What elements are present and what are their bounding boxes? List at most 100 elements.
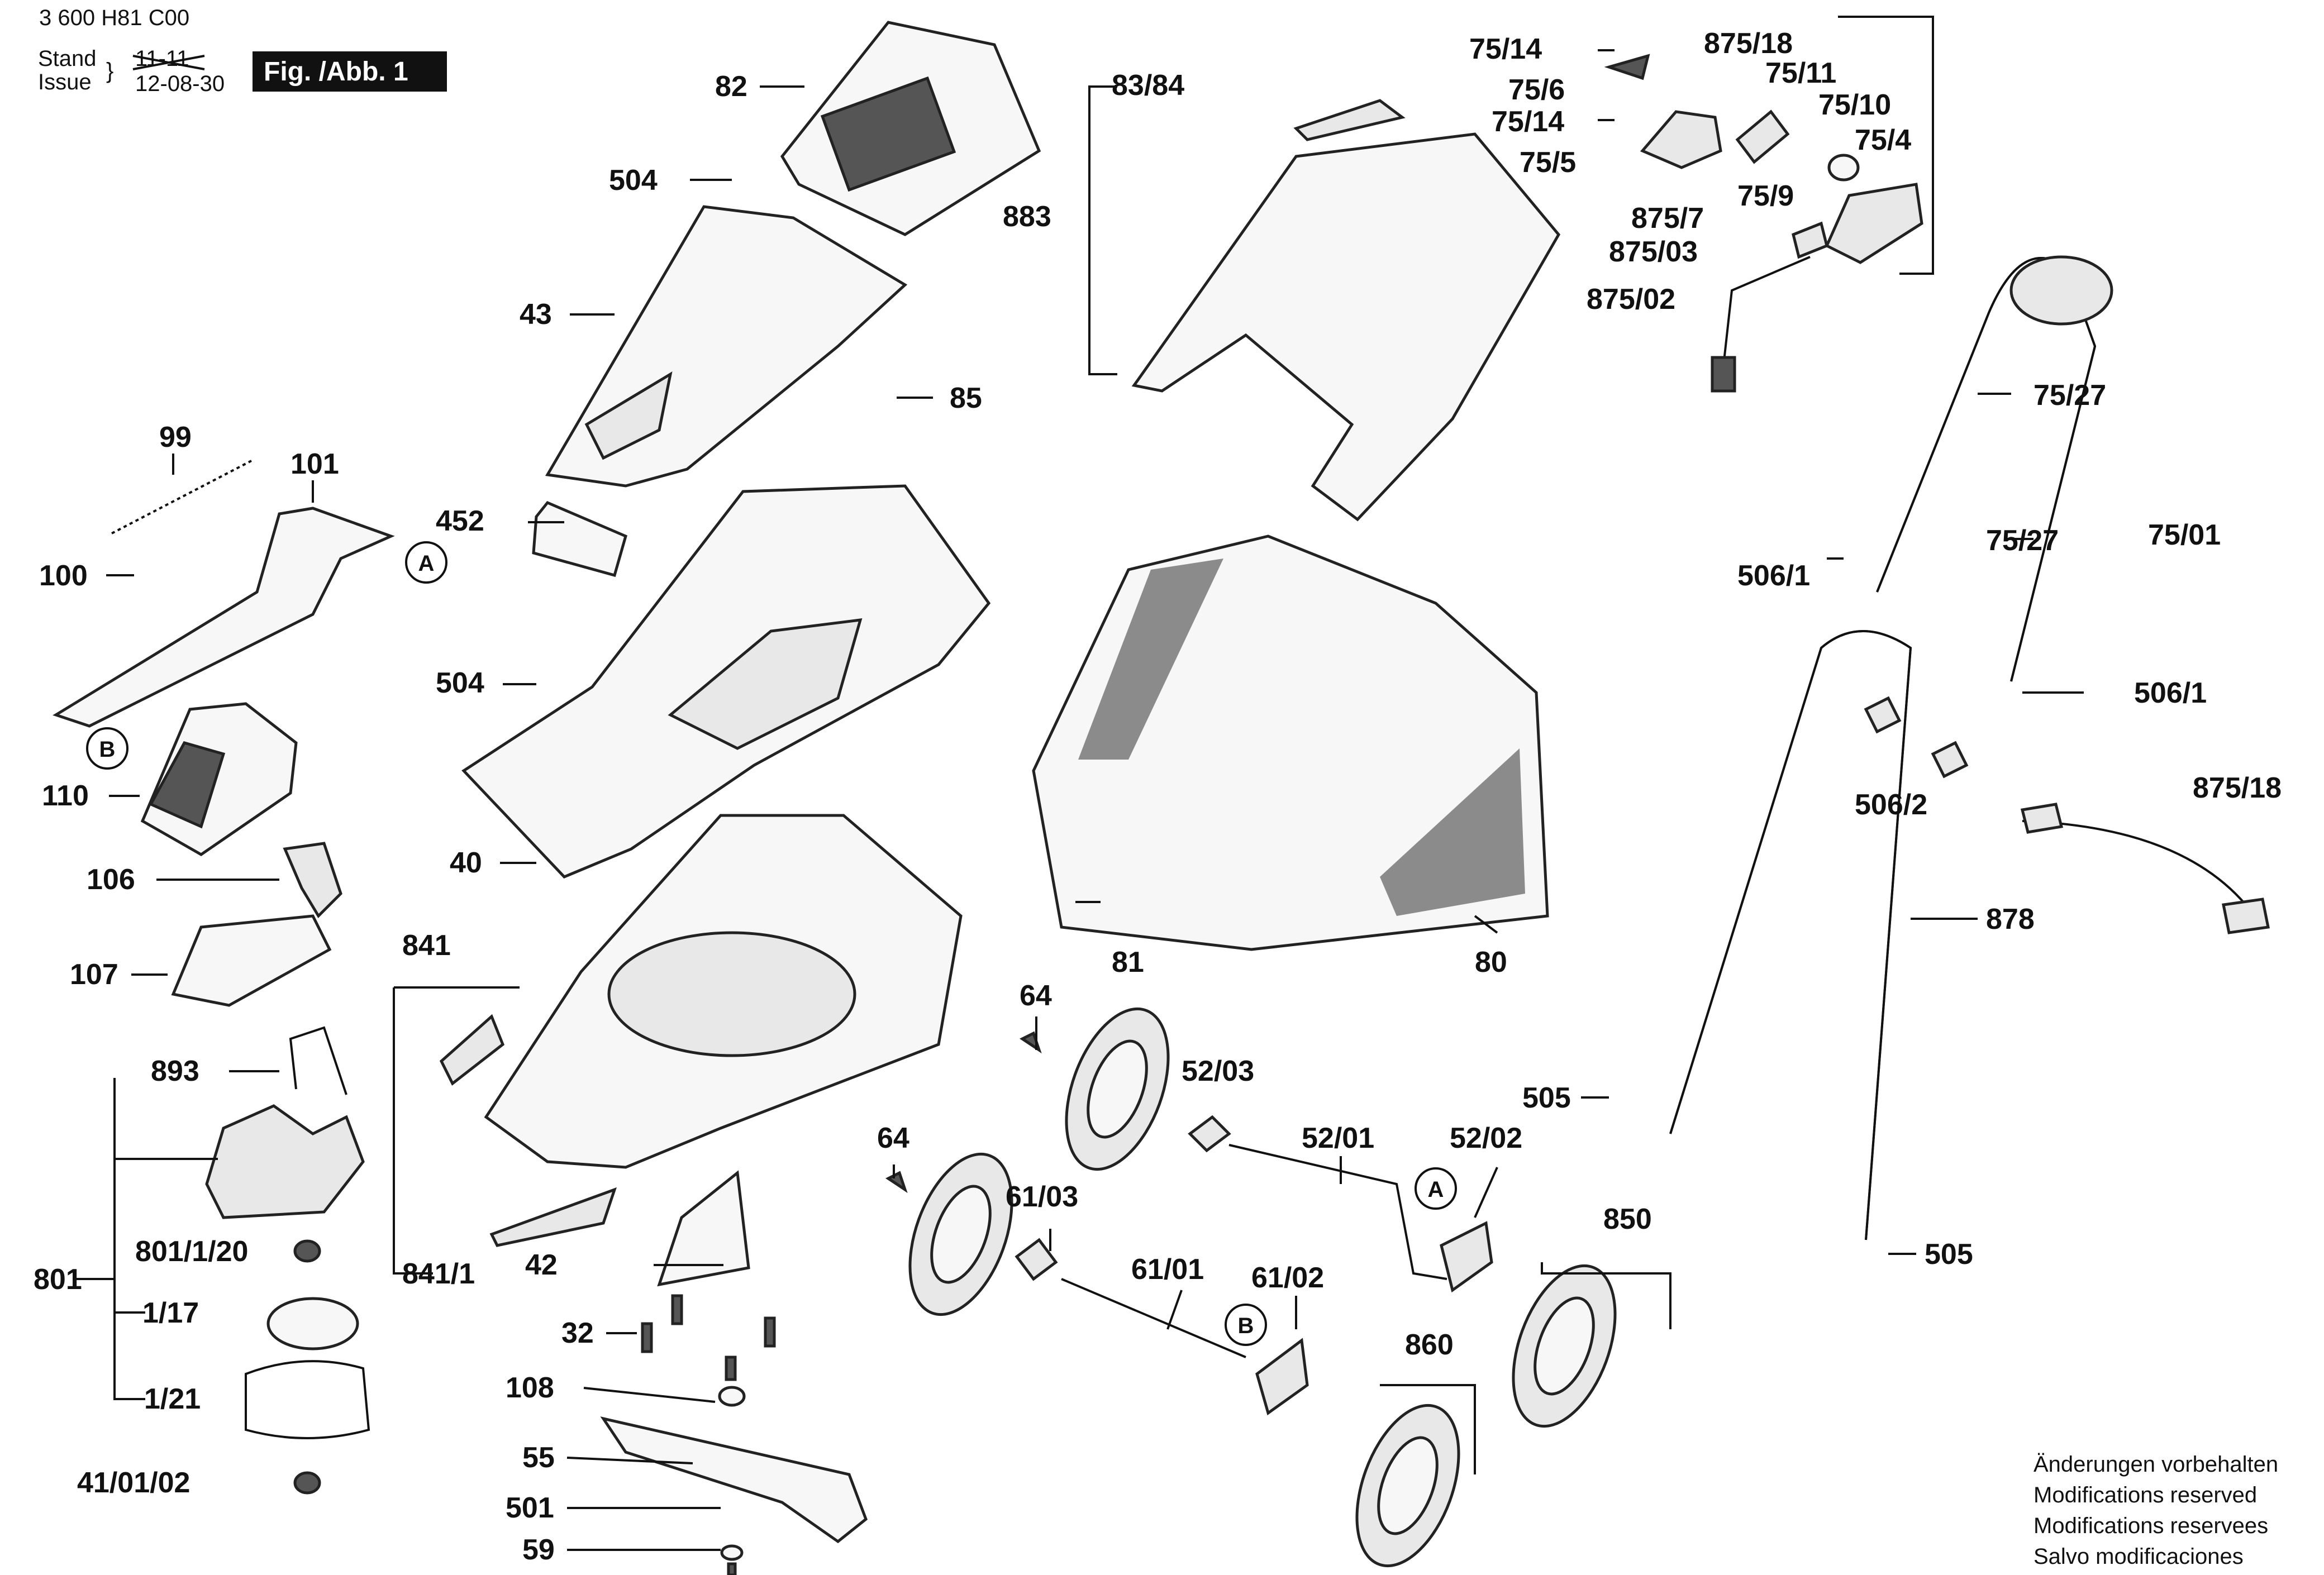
label-841-1: 841/1 — [402, 1258, 475, 1290]
leader-lines — [73, 16, 2084, 1551]
strike-line — [132, 55, 205, 70]
label-841: 841 — [402, 929, 451, 962]
note-line-de: Änderungen vorbehalten — [2034, 1452, 2278, 1477]
label-108: 108 — [506, 1372, 554, 1404]
label-75-6: 75/6 — [1508, 74, 1565, 106]
label-75-14-top: 75/14 — [1469, 33, 1542, 65]
callout-circle-a1 — [405, 541, 447, 584]
label-82: 82 — [715, 70, 747, 103]
label-43: 43 — [520, 298, 552, 331]
doc-number: 3 600 H81 C00 — [39, 6, 189, 30]
callout-circle-b2 — [1225, 1304, 1267, 1346]
label-32: 32 — [561, 1317, 594, 1349]
part-801-motor — [205, 1104, 370, 1495]
part-43-housing — [545, 205, 908, 488]
label-75-10: 75/10 — [1818, 89, 1891, 121]
label-52-03: 52/03 — [1182, 1055, 1254, 1087]
callout-b2: B — [1238, 1314, 1254, 1338]
label-878: 878 — [1986, 903, 2035, 936]
label-75-11: 75/11 — [1765, 57, 1836, 89]
label-75-14-mid: 75/14 — [1492, 106, 1564, 138]
label-41-01-02: 41/01/02 — [77, 1467, 190, 1499]
label-875-02: 875/02 — [1587, 283, 1675, 316]
label-52-02: 52/02 — [1450, 1122, 1522, 1154]
note-line-fr: Modifications reservees — [2034, 1514, 2268, 1538]
label-505-right: 505 — [1925, 1238, 1973, 1271]
document-header: 3 600 H81 C00 Stand Issue } 11-11 12-08-… — [38, 6, 447, 96]
wheel-front-right — [1355, 1404, 1460, 1568]
label-61-02: 61/02 — [1251, 1262, 1324, 1294]
label-504-top: 504 — [609, 164, 658, 197]
label-801: 801 — [34, 1263, 82, 1296]
part-81-80-catcher-bag — [1032, 534, 1549, 951]
callout-a2: A — [1428, 1177, 1444, 1202]
label-506-1-left: 506/1 — [1737, 560, 1810, 592]
label-52-01: 52/01 — [1302, 1122, 1374, 1154]
label-860: 860 — [1405, 1329, 1454, 1361]
label-106: 106 — [87, 863, 135, 896]
callout-circle-a2 — [1415, 1167, 1457, 1210]
wheel-rear-right — [1512, 1264, 1617, 1428]
label-83-84: 83/84 — [1112, 69, 1184, 102]
label-850: 850 — [1603, 1203, 1652, 1235]
label-99: 99 — [159, 421, 192, 454]
label-110: 110 — [42, 780, 89, 812]
label-75-01: 75/01 — [2148, 519, 2221, 551]
label-55: 55 — [522, 1442, 555, 1474]
label-1-21: 1/21 — [144, 1383, 201, 1415]
label-875-18-top: 875/18 — [1704, 27, 1793, 60]
part-106-switch — [283, 842, 342, 919]
label-80: 80 — [1475, 946, 1507, 979]
callouts: A A B B — [86, 541, 1457, 1346]
part-841-fins — [439, 1014, 617, 1247]
part-99-spring — [111, 460, 252, 534]
part-40-chassis — [461, 484, 991, 879]
axle-parts — [885, 1031, 1493, 1416]
label-64-bottom: 64 — [877, 1122, 909, 1154]
stand-label: Stand — [38, 46, 97, 71]
label-875-18-right: 875/18 — [2193, 772, 2282, 804]
label-61-03: 61/03 — [1006, 1181, 1078, 1213]
label-893: 893 — [151, 1055, 199, 1087]
issue-label: Issue — [38, 70, 92, 94]
part-875-18-cable — [2020, 803, 2270, 934]
label-75-27-top: 75/27 — [2034, 379, 2106, 412]
label-107: 107 — [70, 958, 118, 991]
label-75-27-bottom: 75/27 — [1986, 524, 2059, 557]
label-504-mid: 504 — [436, 667, 484, 699]
part-55-blade — [600, 1386, 868, 1561]
label-875-7: 875/7 — [1631, 202, 1704, 235]
part-452-badge — [532, 500, 628, 578]
callout-a1: A — [418, 551, 435, 576]
callout-circle-b1 — [86, 727, 128, 770]
label-875-03: 875/03 — [1609, 236, 1698, 268]
part-75-switch-housing — [1604, 54, 1923, 393]
label-506-1-right: 506/1 — [2134, 677, 2207, 709]
note-line-en: Modifications reserved — [2034, 1483, 2257, 1507]
part-883-catcher-top — [1131, 99, 1561, 522]
label-59: 59 — [522, 1534, 555, 1566]
label-75-9: 75/9 — [1737, 180, 1794, 212]
part-110-cover — [140, 702, 298, 856]
part-75-01-upper-handle — [1876, 255, 2113, 682]
label-61-01: 61/01 — [1131, 1253, 1204, 1286]
label-1-17: 1/17 — [142, 1297, 199, 1329]
wheel-rear-left — [1065, 1007, 1170, 1171]
part-878-lower-handle — [1669, 630, 1969, 1240]
part-107-box — [171, 914, 332, 1007]
part-32-screws — [641, 1294, 776, 1575]
date-new: 12-08-30 — [135, 71, 225, 96]
part-101-lever — [53, 507, 395, 728]
part-893-cable — [289, 1026, 347, 1095]
note-line-es: Salvo modificaciones — [2034, 1544, 2244, 1569]
wheel-front-left — [908, 1152, 1013, 1316]
label-40: 40 — [450, 847, 482, 879]
label-883: 883 — [1003, 201, 1051, 233]
label-100: 100 — [39, 560, 88, 592]
fig-label: Fig. /Abb. 1 — [264, 57, 408, 87]
label-101: 101 — [290, 448, 339, 480]
label-452: 452 — [436, 505, 484, 537]
label-81: 81 — [1112, 946, 1144, 979]
part-labels: 82 504 43 85 452 504 40 99 101 100 110 1… — [34, 27, 2282, 1566]
